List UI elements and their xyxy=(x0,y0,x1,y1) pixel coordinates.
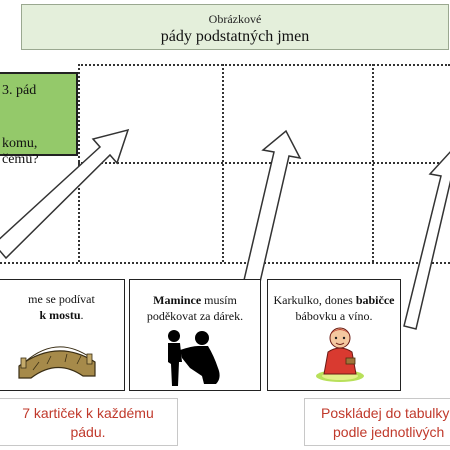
card-sentence: Mamince musím poděkovat za dárek. xyxy=(130,292,260,324)
table-line xyxy=(222,64,224,262)
table-line xyxy=(78,162,450,164)
instruction-note-left: 7 kartiček k každému pádu. xyxy=(0,398,178,446)
card-sentence: me se podívat k mostu. xyxy=(0,291,124,323)
card-text: Karkulko, dones xyxy=(273,293,356,307)
case-header-cell: 3. pád komu, čemu? xyxy=(0,72,78,167)
note-text: 7 kartiček k každému xyxy=(22,405,154,421)
note-text: Poskládej do tabulky xyxy=(321,405,450,421)
arrow-icon xyxy=(403,151,450,330)
table-line xyxy=(78,64,80,262)
card-highlight: Mamince xyxy=(153,293,202,307)
sentence-card[interactable]: Mamince musím poděkovat za dárek. xyxy=(129,279,261,391)
mother-child-silhouette-icon xyxy=(168,330,220,386)
bridge-icon xyxy=(18,346,96,379)
card-highlight: babičce xyxy=(355,293,395,307)
case-question: komu, čemu? xyxy=(2,136,39,167)
page-title: pády podstatných jmen xyxy=(160,28,310,45)
title-banner: Obrázkové pády podstatných jmen xyxy=(21,4,449,50)
card-text: . xyxy=(80,308,84,322)
table-line xyxy=(372,64,374,262)
arrow-icon xyxy=(0,128,130,260)
sentence-card[interactable]: Karkulko, dones babičce bábovku a víno. xyxy=(267,279,401,391)
card-highlight: k mostu xyxy=(39,308,81,322)
sentence-card[interactable]: me se podívat k mostu. xyxy=(0,279,125,391)
instruction-note-right: Poskládej do tabulky podle jednotlivých xyxy=(304,398,450,446)
title-subheading: Obrázkové xyxy=(208,12,262,26)
card-text: musím xyxy=(201,293,237,307)
table-line xyxy=(0,262,450,264)
note-text: podle jednotlivých xyxy=(333,424,445,440)
card-text: bábovku a víno. xyxy=(295,309,373,323)
card-sentence: Karkulko, dones babičce bábovku a víno. xyxy=(268,292,400,324)
table-line xyxy=(78,64,450,66)
note-text: pádu. xyxy=(70,424,106,440)
case-label: 3. pád xyxy=(2,83,37,98)
card-text: me se podívat xyxy=(28,292,95,306)
little-red-riding-hood-icon xyxy=(316,327,364,382)
card-text: poděkovat za dárek. xyxy=(146,309,244,323)
